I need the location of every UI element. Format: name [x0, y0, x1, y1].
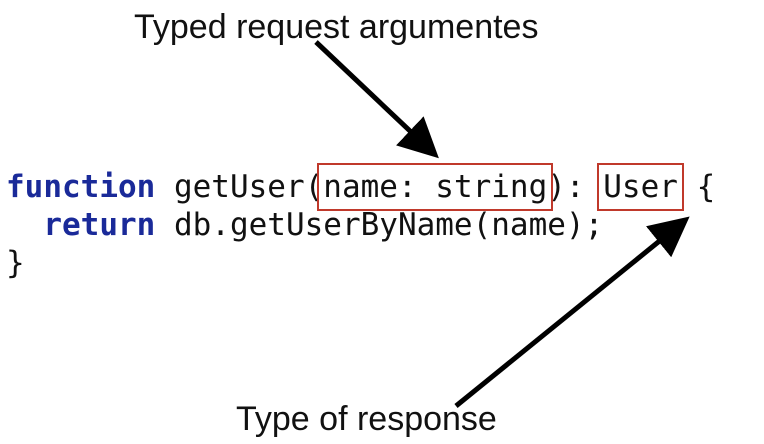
- arrow-to-arguments: [314, 40, 439, 159]
- code-block: function getUser(name: string): User { r…: [6, 163, 716, 282]
- open-brace: {: [677, 169, 716, 205]
- argument-highlight: name: string: [317, 163, 554, 211]
- function-name: getUser(: [155, 169, 324, 205]
- return-keyword: return: [43, 207, 156, 243]
- return-expression: db.getUserByName(name);: [155, 207, 604, 243]
- code-line-1: function getUser(name: string): User {: [6, 163, 716, 211]
- code-line-3: }: [6, 244, 715, 282]
- indent: [6, 207, 43, 243]
- response-type-annotation: Type of response: [236, 400, 497, 438]
- function-keyword: function: [6, 169, 156, 205]
- code-line-2: return db.getUserByName(name);: [6, 206, 715, 244]
- close-brace: }: [6, 245, 25, 281]
- return-type-highlight: User: [597, 163, 684, 211]
- request-arguments-annotation: Typed request argumentes: [134, 8, 539, 46]
- return-separator: ):: [547, 169, 604, 205]
